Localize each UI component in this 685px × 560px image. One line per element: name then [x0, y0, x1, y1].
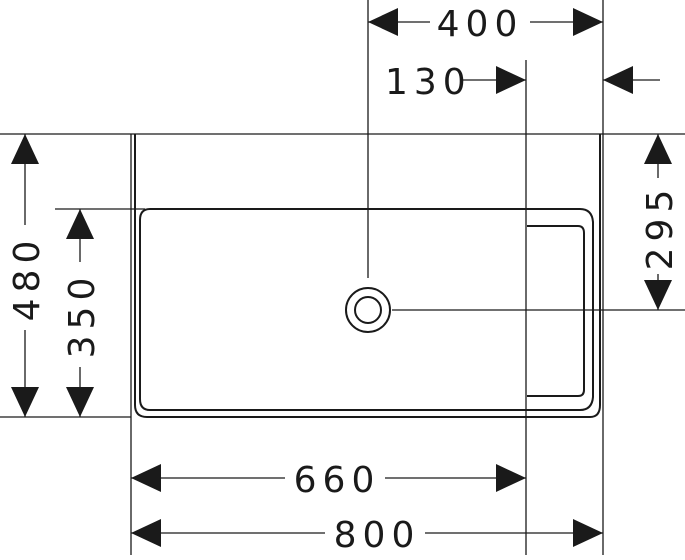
dim-660-label: 660 [294, 460, 381, 501]
dimension-480: 480 [5, 134, 48, 417]
dimension-130: 130 [385, 62, 660, 103]
dimension-350: 350 [60, 209, 103, 417]
dim-350-label: 350 [62, 272, 103, 359]
dim-130-label: 130 [385, 62, 472, 103]
drain-icon [345, 0, 685, 333]
dim-800-label: 800 [334, 515, 421, 556]
dimension-400: 400 [368, 2, 603, 45]
dim-480-label: 480 [7, 235, 48, 322]
dim-400-label: 400 [437, 4, 524, 45]
dimension-800: 800 [131, 513, 603, 556]
dimension-295: 295 [640, 134, 681, 310]
dim-295-label: 295 [640, 184, 681, 271]
dimension-660: 660 [131, 458, 526, 501]
